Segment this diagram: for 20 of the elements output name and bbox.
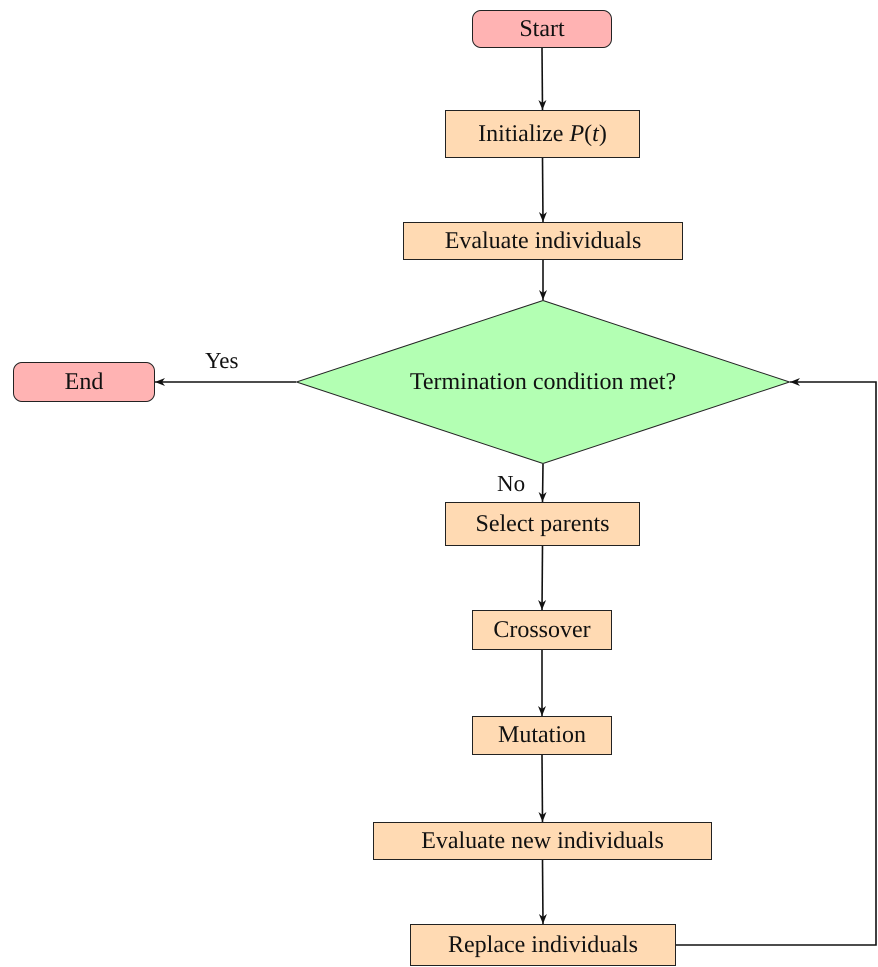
arrow [538,464,547,502]
arrow [539,260,547,300]
arrow [676,378,877,946]
process-box: Evaluate new individuals [373,822,712,860]
process-box: Crossover [472,610,612,650]
process-box: Initialize P(t) [445,110,640,158]
arrow [538,158,547,222]
arrow [538,650,546,716]
arrow [538,860,547,924]
arrow [538,48,546,110]
arrow [538,546,546,610]
terminal-box: End [13,362,155,402]
arrow [538,755,546,822]
process-box: Mutation [472,716,612,755]
process-box: Select parents [445,502,640,546]
terminal-box: Start [472,10,612,48]
process-box: Evaluate individuals [403,222,683,260]
decision-text: Termination condition met? [410,368,676,396]
arrow [155,378,296,386]
process-box: Replace individuals [410,924,676,966]
